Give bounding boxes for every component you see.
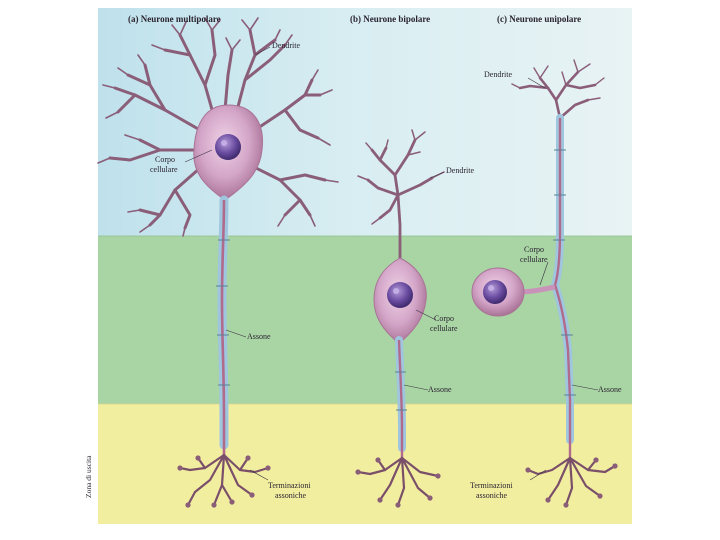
panel-a-title: (a) Neurone multipolare xyxy=(128,14,221,24)
panel-c-body-label-2: cellulare xyxy=(520,255,548,264)
panel-a-axon-label: Assone xyxy=(247,332,271,341)
zone-output xyxy=(98,404,632,524)
panel-c-body-label-1: Corpo xyxy=(524,245,544,254)
unipolar-axon xyxy=(550,114,576,458)
bipolar-axon xyxy=(395,336,407,458)
unipolar-axon-terminals xyxy=(526,456,617,507)
bipolar-neuron xyxy=(355,129,445,508)
zone-input xyxy=(98,8,632,236)
panel-c-terminals-label-1: Terminazioni xyxy=(470,481,513,490)
panel-b-body-label-2: cellulare xyxy=(430,324,458,333)
panel-b-dendrite-label: Dendrite xyxy=(446,166,474,175)
multipolar-axon xyxy=(216,195,230,455)
panel-b-axon-label: Assone xyxy=(428,385,452,394)
panel-c-dendrite-label: Dendrite xyxy=(484,70,512,79)
panel-c-axon-label: Assone xyxy=(598,385,622,394)
panel-a-body-label-2: cellulare xyxy=(150,165,178,174)
zone-integration xyxy=(98,236,632,404)
unipolar-nucleus xyxy=(483,280,507,304)
panel-c-title: (c) Neurone unipolare xyxy=(497,14,581,24)
panel-c-terminals-label-2: assoniche xyxy=(476,491,508,500)
panel-b-body-label-1: Corpo xyxy=(434,314,454,323)
multipolar-neuron xyxy=(97,17,339,508)
bipolar-nucleus xyxy=(387,282,413,308)
leader-lines xyxy=(184,46,599,481)
panel-a-body-label-1: Corpo xyxy=(155,155,175,164)
panel-a-dendrite-label: Dendrite xyxy=(272,41,300,50)
output-zone-label: Zona di uscita xyxy=(84,455,93,498)
multipolar-axon-terminals xyxy=(178,453,270,507)
panel-b-title: (b) Neurone bipolare xyxy=(350,14,430,24)
multipolar-nucleus xyxy=(215,134,241,160)
bipolar-axon-terminals xyxy=(356,456,440,507)
unipolar-neuron xyxy=(471,59,618,508)
panel-a-terminals-label-2: assoniche xyxy=(275,491,307,500)
panel-a-terminals-label-1: Terminazioni xyxy=(268,481,311,490)
